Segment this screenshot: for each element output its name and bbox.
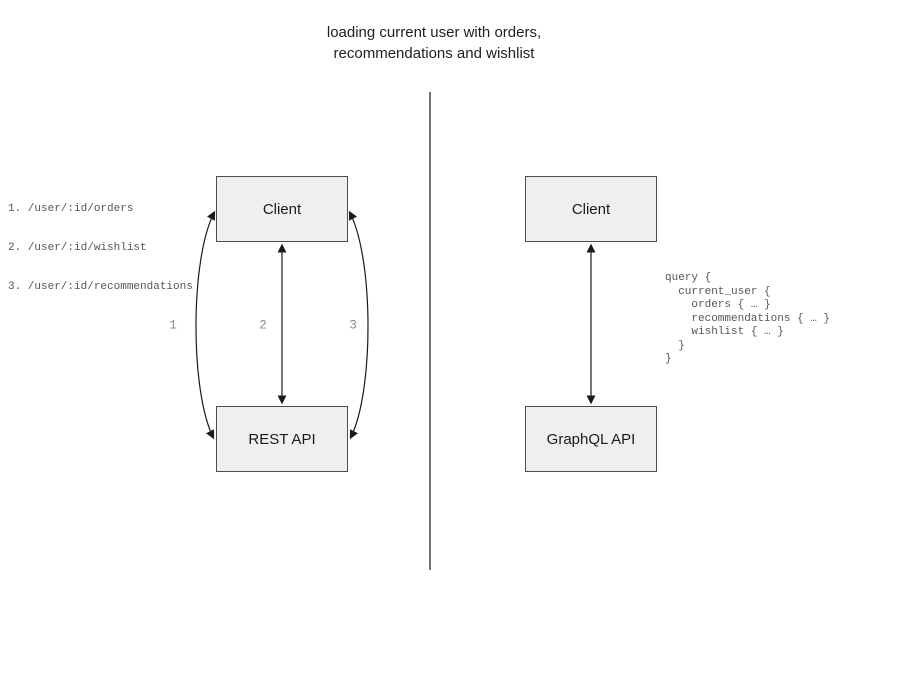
edge-1-curve (195, 210, 216, 440)
edge-label-2: 2 (259, 317, 267, 333)
endpoint-item: 2. /user/:id/wishlist (8, 242, 147, 254)
endpoint-item: 1. /user/:id/orders (8, 203, 134, 215)
edge-label-1: 1 (169, 317, 177, 333)
diagram-title: loading current user with orders, recomm… (326, 24, 542, 63)
graphql-api-node: GraphQL API (525, 406, 657, 472)
endpoint-item: 3. /user/:id/recommendations (8, 281, 193, 293)
client-node-left-label: Client (262, 200, 302, 218)
client-node-right-label: Client (571, 200, 611, 218)
graphql-api-node-label: GraphQL API (546, 430, 636, 448)
client-node-right: Client (525, 176, 657, 242)
edge-label-3: 3 (349, 317, 357, 333)
rest-endpoint-list: 1. /user/:id/orders 2. /user/:id/wishlis… (8, 177, 193, 320)
rest-api-node: REST API (216, 406, 348, 472)
panel-divider (429, 92, 431, 570)
graphql-query-code: query { current_user { orders { … } reco… (665, 272, 831, 365)
client-node-left: Client (216, 176, 348, 242)
rest-api-node-label: REST API (248, 430, 316, 448)
